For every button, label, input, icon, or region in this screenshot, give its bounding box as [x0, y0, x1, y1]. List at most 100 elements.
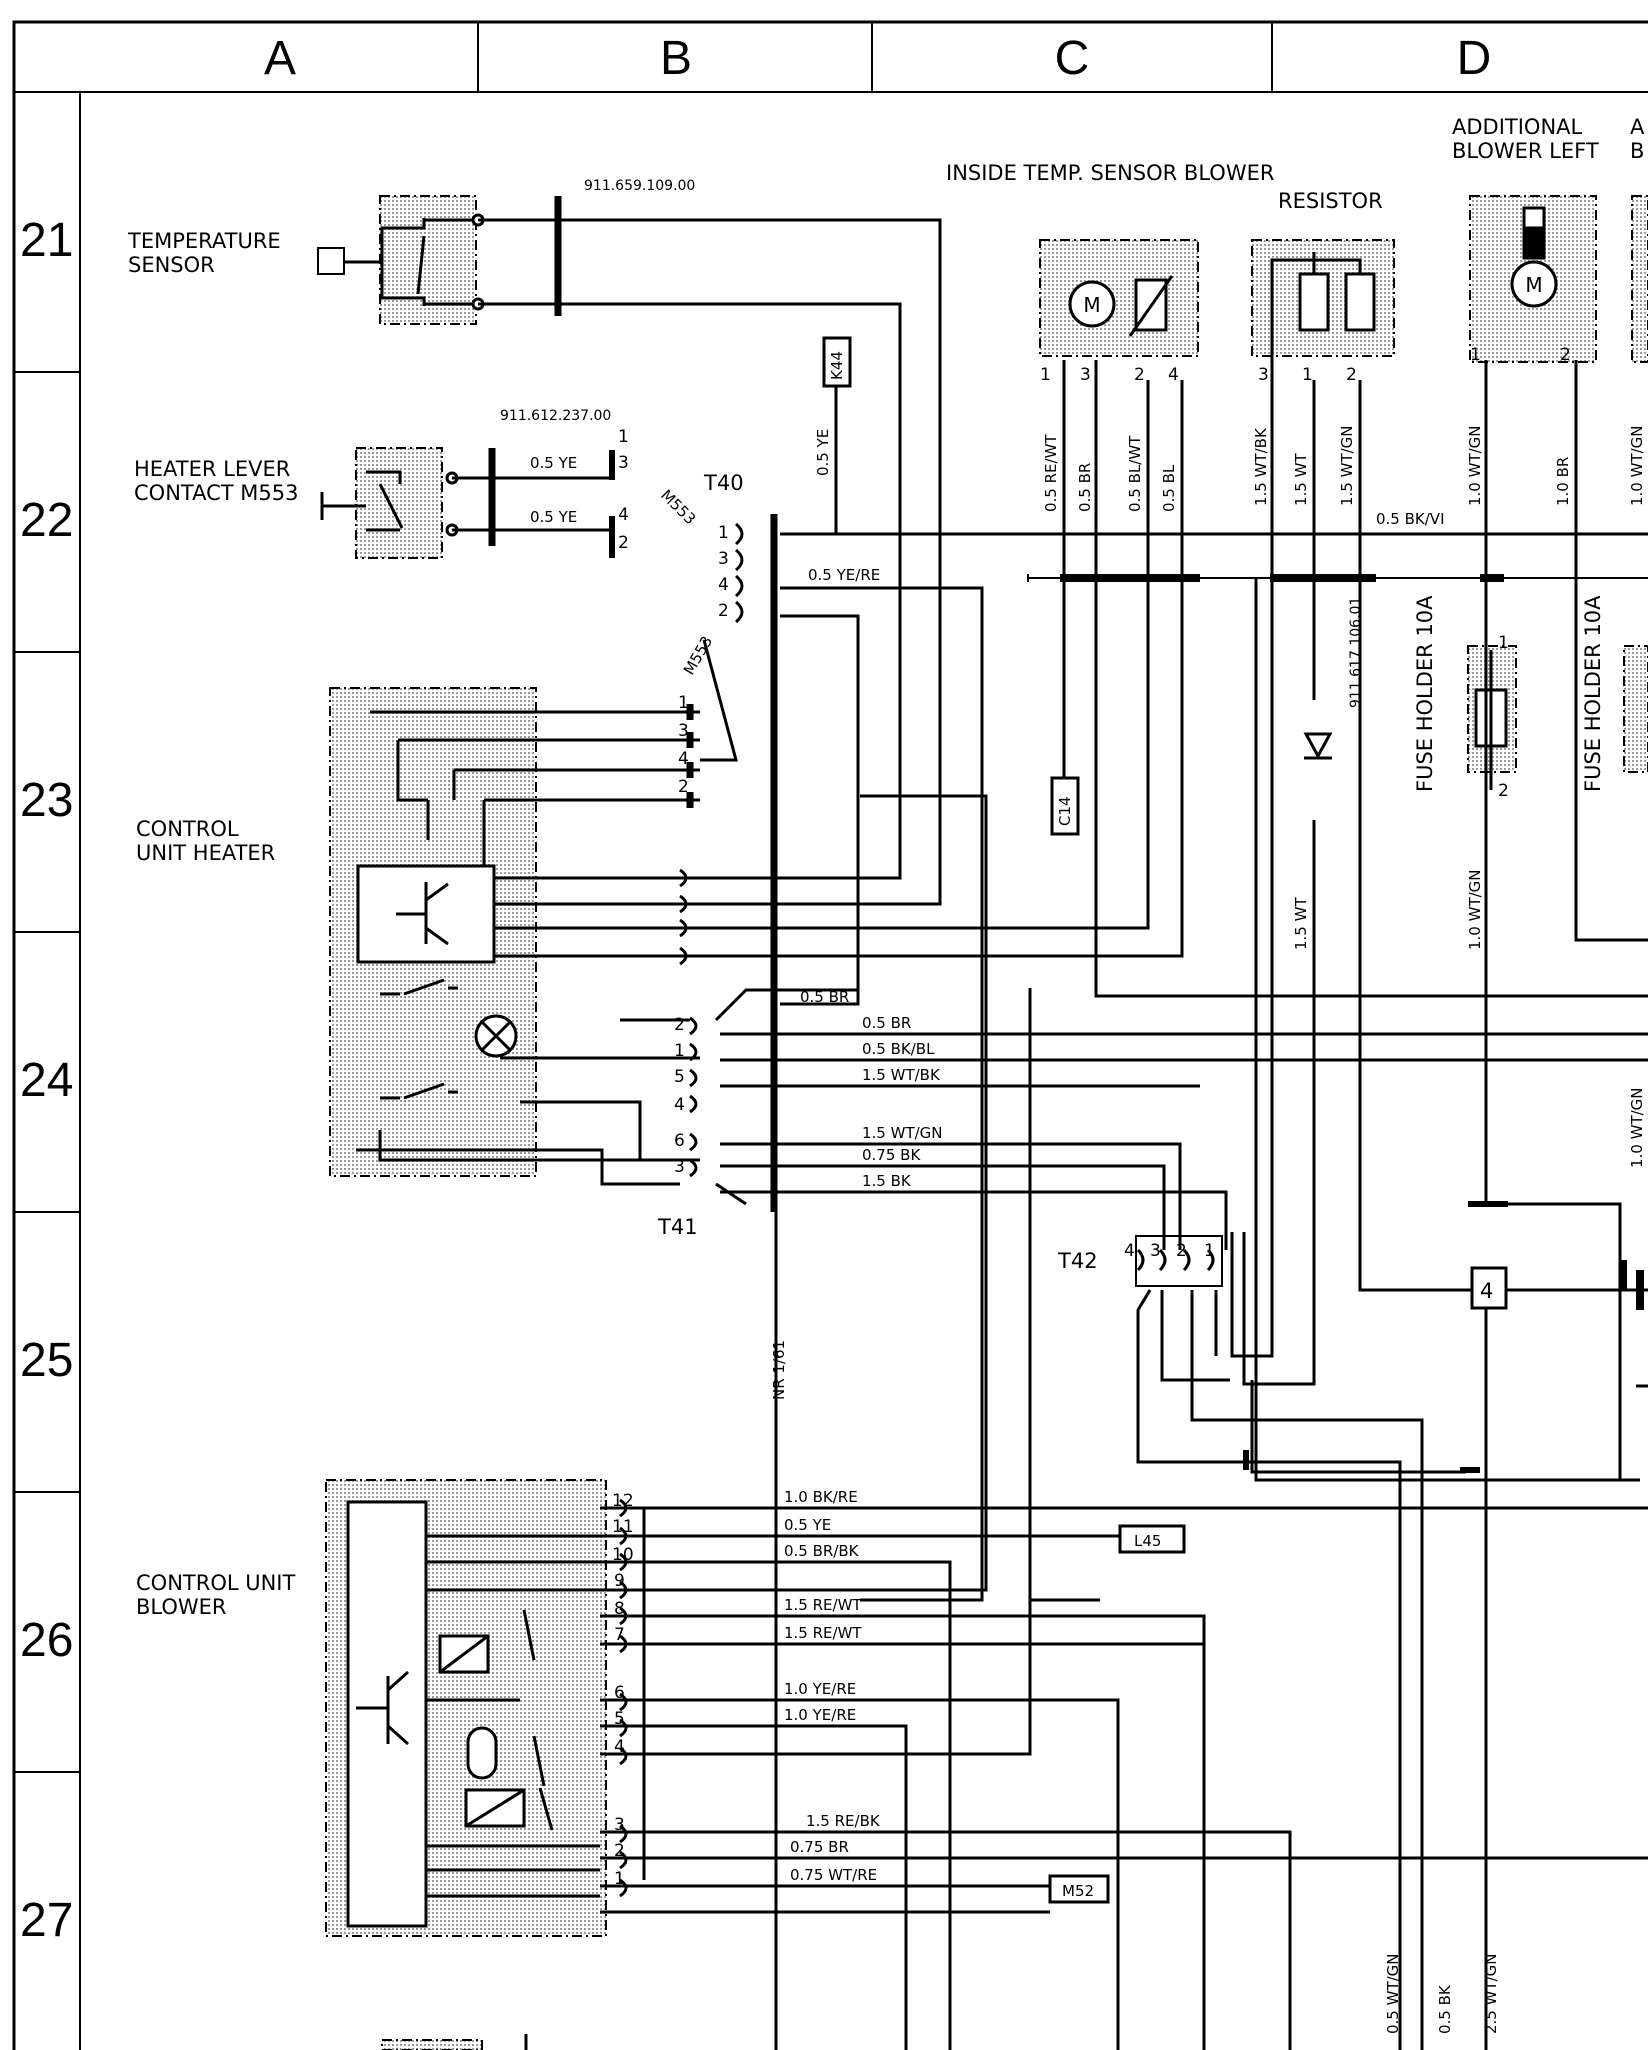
label-line: BLOWER LEFT	[1452, 139, 1599, 163]
ref-k44: K44	[828, 351, 846, 380]
connector-m553: M553	[657, 486, 699, 528]
label-line: UNIT HEATER	[136, 841, 275, 865]
inside-temp-sensor-box	[1039, 239, 1199, 357]
row-label-27: 27	[20, 1894, 73, 1947]
wire-label: 1.0 WT/GN	[1628, 425, 1646, 506]
pin-label: 1	[674, 1041, 685, 1061]
pin-label: 4	[618, 505, 629, 525]
pin-label: 2	[1134, 365, 1145, 385]
pin-label: 1	[718, 523, 729, 543]
wire-label: 1.0 WT/GN	[1466, 869, 1484, 950]
wire-label: 0.5 BK	[1436, 1984, 1454, 2034]
pin-label: 2	[618, 533, 629, 553]
pin-label: 3	[618, 453, 629, 473]
wire-label: 1.5 RE/BK	[806, 1812, 881, 1830]
k44-box	[822, 336, 852, 388]
row-label-21: 21	[20, 214, 73, 267]
fuse-holder-right-box	[1623, 645, 1648, 773]
wire-label: 1.5 WT	[1292, 453, 1310, 506]
wire-label: 0.5 YE	[530, 454, 577, 472]
pin-label: 5	[674, 1067, 685, 1087]
pin-label: 5	[614, 1709, 625, 1729]
pin-label: 3	[1150, 1241, 1161, 1261]
wire-label: 1.5 WT/GN	[1338, 425, 1356, 506]
wire-label: 1.5 WT/BK	[1252, 427, 1270, 506]
pin-label: 4	[1168, 365, 1179, 385]
wire-label: 0.5 WT/GN	[1384, 1953, 1402, 2034]
pin-label: 1	[1498, 633, 1509, 653]
label-resistor: RESISTOR	[1278, 189, 1383, 213]
connector-nr: NR 1/61	[770, 1340, 788, 1400]
pin-label: 1	[1204, 1241, 1215, 1261]
wire-label: 1.0 YE/RE	[784, 1706, 856, 1724]
pin-label: 2	[1560, 345, 1571, 365]
wire-label: 1.0 WT/GN	[1628, 1087, 1646, 1168]
wire-label: 0.5 YE	[530, 508, 577, 526]
row-label-23: 23	[20, 774, 73, 827]
column-label-b: B	[660, 32, 692, 85]
wire-label: 2.5 WT/GN	[1482, 1953, 1500, 2034]
row-label-25: 25	[20, 1334, 73, 1387]
pin-label: 1	[1302, 365, 1313, 385]
ref-l45: L45	[1134, 1532, 1161, 1550]
pin-label: 1	[618, 427, 629, 447]
pin-label: 2	[678, 777, 689, 797]
m52-box	[1048, 1874, 1110, 1904]
pin-label: 6	[674, 1131, 685, 1151]
wire-label: 0.5 YE	[814, 429, 832, 476]
part-number-1: 911.659.109.00	[584, 178, 695, 194]
drawing-frame	[12, 20, 1648, 2050]
wire-label: 0.5 BK/BL	[862, 1040, 935, 1058]
pin-label: 3	[674, 1157, 685, 1177]
pin-label: 4	[614, 1737, 625, 1757]
wire-label: 1.5 WT/GN	[862, 1124, 943, 1142]
pin-label: 11	[612, 1517, 634, 1537]
wiring	[356, 196, 1648, 2050]
pin-numbers: 1 3 4 2 1 3 4 2 1 3 4 2 2 1 5 4 6 3 4 3 …	[612, 345, 1571, 1889]
ref-c14: C14	[1056, 796, 1074, 826]
pin-label: 3	[1258, 365, 1269, 385]
pin-label: 6	[614, 1683, 625, 1703]
pin-label: 3	[1080, 365, 1091, 385]
pin-label: 2	[718, 601, 729, 621]
wire-label: 1.0 BK/RE	[784, 1488, 858, 1506]
label-line: SENSOR	[128, 253, 215, 277]
column-label-d: D	[1457, 32, 1492, 85]
heater-lever-box	[355, 447, 443, 559]
pin-label: 2	[674, 1015, 685, 1035]
connector-t42: T42	[1057, 1249, 1098, 1273]
pin-label: 2	[1346, 365, 1357, 385]
pin-label: 3	[614, 1815, 625, 1835]
column-label-a: A	[264, 32, 296, 85]
pin-label: 10	[612, 1545, 634, 1565]
pin-label: 1	[1040, 365, 1051, 385]
wire-label: 1.5 RE/WT	[784, 1596, 862, 1614]
pin-label: 3	[678, 721, 689, 741]
svg-text:M: M	[1525, 273, 1542, 297]
pin-label: 4	[674, 1095, 685, 1115]
wire-label: 0.75 BR	[790, 1838, 849, 1856]
pin-label: 2	[614, 1841, 625, 1861]
pin-label: 4	[1124, 1241, 1135, 1261]
wire-label: 0.5 BL/WT	[1126, 435, 1144, 512]
wire-label: 1.5 WT	[1292, 897, 1310, 950]
ref-junction-4: 4	[1480, 1279, 1493, 1303]
label-fuse-holder-2: FUSE HOLDER 10A	[1581, 595, 1605, 792]
connector-t40: T40	[703, 471, 744, 495]
pin-label: 4	[678, 749, 689, 769]
wire-label: 0.5 BR	[800, 988, 849, 1006]
l45-box	[1118, 1524, 1186, 1554]
row-label-22: 22	[20, 494, 73, 547]
label-inside-temp-sensor: INSIDE TEMP. SENSOR BLOWER	[946, 161, 1274, 185]
label-line: B	[1630, 139, 1644, 163]
wire-label: 0.5 BK/VI	[1376, 510, 1445, 528]
wire-label: 0.5 BR	[1076, 463, 1094, 512]
wire-label: 1.0 BR	[1554, 457, 1572, 506]
pin-label: 2	[1498, 781, 1509, 801]
wire-label: 0.75 WT/RE	[790, 1866, 877, 1884]
svg-text:M: M	[1083, 293, 1100, 317]
wire-label: 0.5 YE/RE	[808, 566, 880, 584]
